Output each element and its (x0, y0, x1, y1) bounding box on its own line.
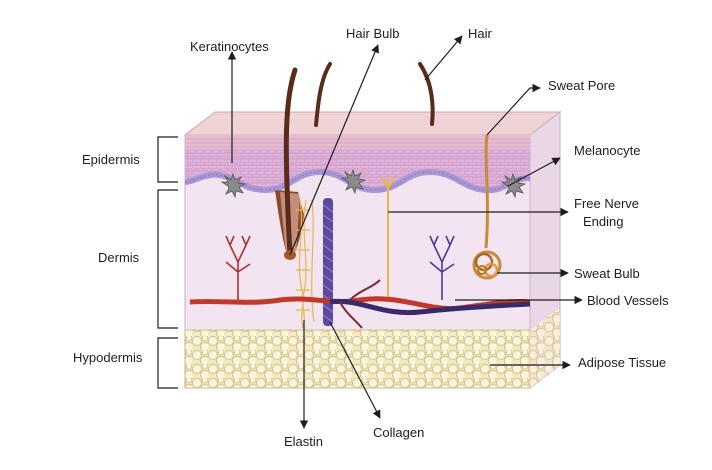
melanocyte-pointer (507, 157, 561, 187)
adipose-layer (184, 329, 531, 389)
blood-vessels-label: Blood Vessels (587, 293, 669, 308)
melanocyte-label: Melanocyte (574, 143, 640, 158)
elastin-fibers (296, 199, 315, 329)
hypodermis-label: Hypodermis (73, 350, 143, 365)
collagen-pointer (329, 321, 381, 419)
pointer-lines (227, 35, 583, 429)
epidermis-label: Epidermis (82, 152, 140, 167)
adipose-tissue-label: Adipose Tissue (578, 355, 666, 370)
layer-brackets (157, 136, 178, 389)
collagen-label: Collagen (373, 425, 424, 440)
free-nerve-ending (380, 176, 396, 300)
collagen-fiber (322, 198, 334, 326)
stratum-corneum (185, 135, 530, 149)
free-nerve-ending-label-line2: Ending (583, 214, 623, 229)
hair-bulb-pointer (289, 44, 379, 256)
hair-pointer (424, 35, 463, 81)
free-nerve-ending-label-line1: Free Nerve (574, 196, 639, 211)
hair-bulb-label: Hair Bulb (346, 26, 399, 41)
sweat-bulb-label: Sweat Bulb (574, 266, 640, 281)
skin-top-surface (183, 111, 562, 136)
hair-label: Hair (468, 26, 493, 41)
epidermis-bracket (157, 136, 178, 183)
dermis-label: Dermis (98, 250, 140, 265)
keratinocytes-label: Keratinocytes (190, 39, 269, 54)
sweat-pore-pointer (486, 83, 541, 136)
melanocyte-cells (220, 168, 527, 199)
blood-vessels (189, 235, 531, 329)
dermis-bracket (157, 189, 178, 329)
epidermis-cells (185, 149, 530, 191)
hypodermis-bracket (157, 337, 178, 389)
hair-follicle (275, 62, 435, 260)
elastin-label: Elastin (284, 434, 323, 449)
sweat-gland (472, 134, 502, 280)
sweat-pore-label: Sweat Pore (548, 78, 615, 93)
